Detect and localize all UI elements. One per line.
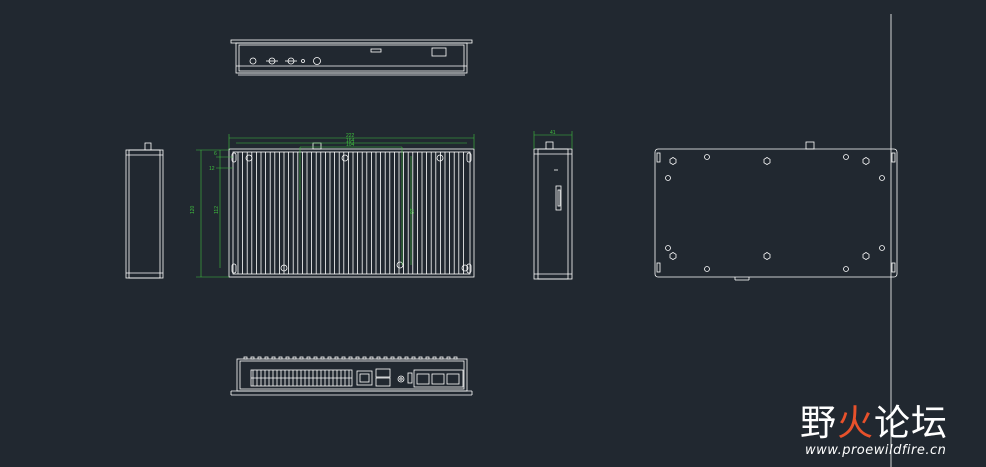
dim-inner-width: 164 <box>346 138 355 144</box>
vent-tooth <box>320 356 325 360</box>
hex-nut <box>669 157 677 165</box>
vent-tooth <box>418 356 423 360</box>
vent-tooth <box>313 356 318 360</box>
dim-offset-top: 6 <box>214 151 217 157</box>
vent-tooth <box>362 356 367 360</box>
hex-nut <box>862 252 870 260</box>
vent-tooth <box>264 356 269 360</box>
vent-tooth <box>292 356 297 360</box>
side-view-right <box>533 141 573 280</box>
watermark-url: www.proewildfire.cn <box>805 443 947 458</box>
watermark-brand: 野火论坛 <box>800 394 948 446</box>
vent-tooth <box>299 356 304 360</box>
vent-tooth <box>411 356 416 360</box>
dimensions <box>196 131 573 278</box>
hex-nut <box>763 252 771 260</box>
vent-tooth <box>425 356 430 360</box>
vent-tooth <box>334 356 339 360</box>
vent-tooth <box>341 356 346 360</box>
vent-tooth <box>383 356 388 360</box>
vent-tooth <box>397 356 402 360</box>
vent-tooth <box>404 356 409 360</box>
vent-tooth <box>250 356 255 360</box>
watermark-char-1: 野 <box>800 403 838 444</box>
vent-tooth <box>390 356 395 360</box>
vent-tooth <box>257 356 262 360</box>
vent-tooth <box>453 356 458 360</box>
rear-view <box>654 141 898 281</box>
dim-rib-span: 104 <box>346 142 355 148</box>
watermark-flame-char: 火 <box>837 403 875 444</box>
dimension-labels: 222 164 104 120 112 97 6 12 41 <box>190 130 556 214</box>
vent-tooth <box>271 356 276 360</box>
hex-nut <box>763 157 771 165</box>
vent-tooth <box>432 356 437 360</box>
vent-tooth <box>348 356 353 360</box>
watermark-char-2: 论坛 <box>874 403 949 444</box>
bottom-view <box>230 356 473 396</box>
top-view <box>230 39 473 76</box>
front-view <box>228 142 475 278</box>
vent-tooth <box>355 356 360 360</box>
dim-overall-width: 222 <box>346 133 355 139</box>
dim-inner-height: 112 <box>214 206 220 214</box>
vent-tooth <box>306 356 311 360</box>
dim-offset-mid: 12 <box>209 166 215 172</box>
vent-tooth <box>446 356 451 360</box>
vent-tooth <box>285 356 290 360</box>
hex-nut <box>669 252 677 260</box>
vent-tooth <box>439 356 444 360</box>
vent-tooth <box>369 356 374 360</box>
side-view-left <box>125 142 164 279</box>
dim-depth: 41 <box>550 130 556 136</box>
vent-tooth <box>376 356 381 360</box>
dim-mount-height: 97 <box>410 208 416 214</box>
vent-tooth <box>327 356 332 360</box>
hex-nut <box>862 157 870 165</box>
vent-tooth <box>243 356 248 360</box>
dim-total-height: 120 <box>190 205 196 214</box>
vent-tooth <box>278 356 283 360</box>
